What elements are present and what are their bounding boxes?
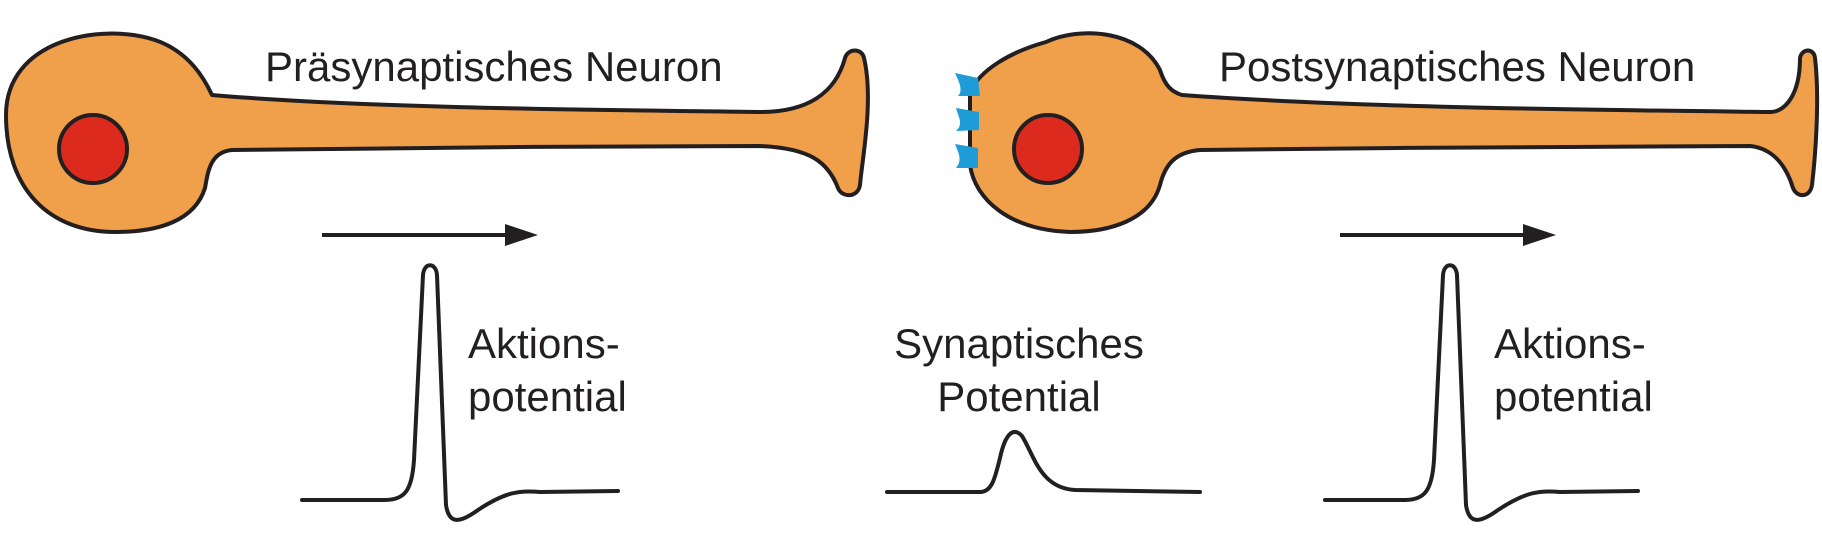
presynaptic-nucleus <box>57 113 129 185</box>
postsynaptic-title: Postsynaptisches Neuron <box>1219 43 1695 90</box>
postsynaptic-action-potential-trace <box>1323 263 1640 522</box>
presynaptic-neuron-body <box>4 31 870 234</box>
postsynaptic-neuron-body <box>968 31 1820 234</box>
presynaptic-neuron <box>4 31 870 234</box>
receptor-icon <box>956 108 979 131</box>
presynaptic-action-potential-trace <box>300 263 620 522</box>
receptor-icon <box>955 144 978 168</box>
synaptic-potential-trace <box>885 430 1202 494</box>
presynaptic-potential-label-line1: Aktions- <box>468 320 620 367</box>
postsynaptic-nucleus <box>1012 113 1084 185</box>
receptor-icon <box>955 73 980 96</box>
presynaptic-title: Präsynaptisches Neuron <box>265 43 723 90</box>
postsynaptic-potential-label-line2: potential <box>1494 373 1653 420</box>
synaptic-potential-label-line1: Synaptisches <box>894 320 1144 367</box>
postsynaptic-potential-label-line1: Aktions- <box>1494 320 1646 367</box>
synaptic-potential-label-line2: Potential <box>937 373 1100 420</box>
postsynaptic-neuron <box>955 31 1820 234</box>
presynaptic-potential-label-line2: potential <box>468 373 627 420</box>
arrow-right-icon <box>1340 224 1556 246</box>
arrow-right-icon <box>322 224 538 246</box>
receptor-icon <box>955 73 980 168</box>
